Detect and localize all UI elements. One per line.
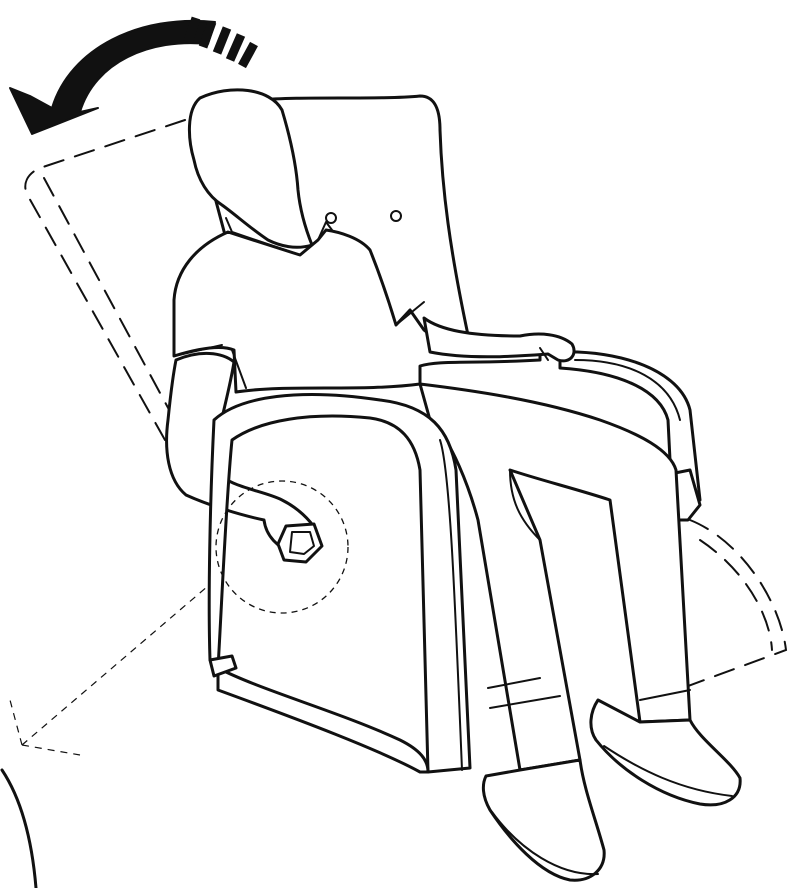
handle-icon [215, 480, 349, 614]
curved-arrow-icon [9, 16, 258, 135]
floor-arc [0, 768, 38, 888]
person-figure [165, 88, 742, 882]
person-head [187, 88, 314, 249]
person-right-shoe [589, 698, 742, 807]
backrest-button [390, 210, 402, 222]
chair-left-armrest [207, 393, 691, 774]
reclined-backrest-outline [24, 119, 186, 441]
backrest-button [325, 212, 337, 224]
person-left-shoe [481, 758, 606, 882]
handle-highlight-circle [215, 480, 349, 614]
extended-footrest-outline [649, 519, 788, 701]
person-right-arm [422, 316, 576, 363]
pull-direction-lines [9, 579, 216, 756]
person-legs [418, 382, 692, 772]
